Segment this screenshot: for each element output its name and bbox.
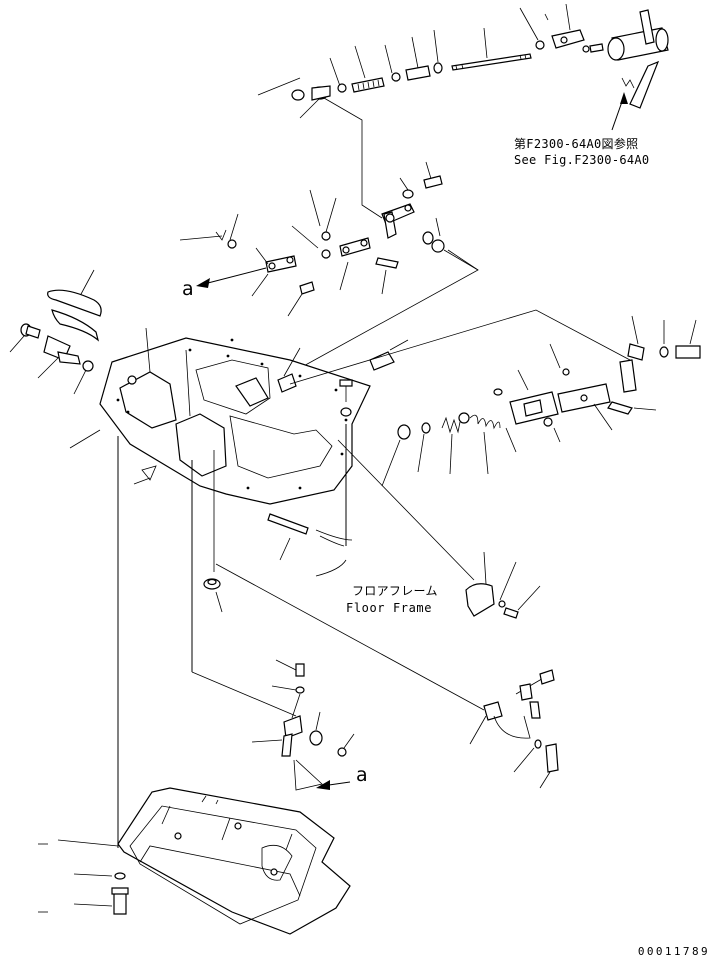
cover-assembly — [337, 439, 541, 619]
floor-frame-plate — [69, 327, 485, 848]
floor-frame-label-japanese: フロアフレーム — [352, 584, 438, 598]
bottom-tray — [38, 787, 351, 935]
linkage-rod-assembly — [257, 3, 669, 219]
floor-frame-label-english: Floor Frame — [346, 601, 433, 615]
view-mark-a-upper: a — [182, 278, 194, 300]
pedal-assembly — [9, 269, 102, 395]
frame-holes — [116, 338, 348, 490]
lower-lever-assembly — [251, 659, 559, 791]
reference-note-japanese: 第F2300-64A0図参照 — [514, 137, 639, 151]
detent-assembly — [289, 309, 701, 487]
bellcrank-assembly — [179, 161, 479, 369]
drawing-number: 00011789 — [637, 945, 710, 958]
reference-note-english: See Fig.F2300-64A0 — [514, 153, 650, 167]
view-mark-a-lower: a — [356, 764, 368, 786]
